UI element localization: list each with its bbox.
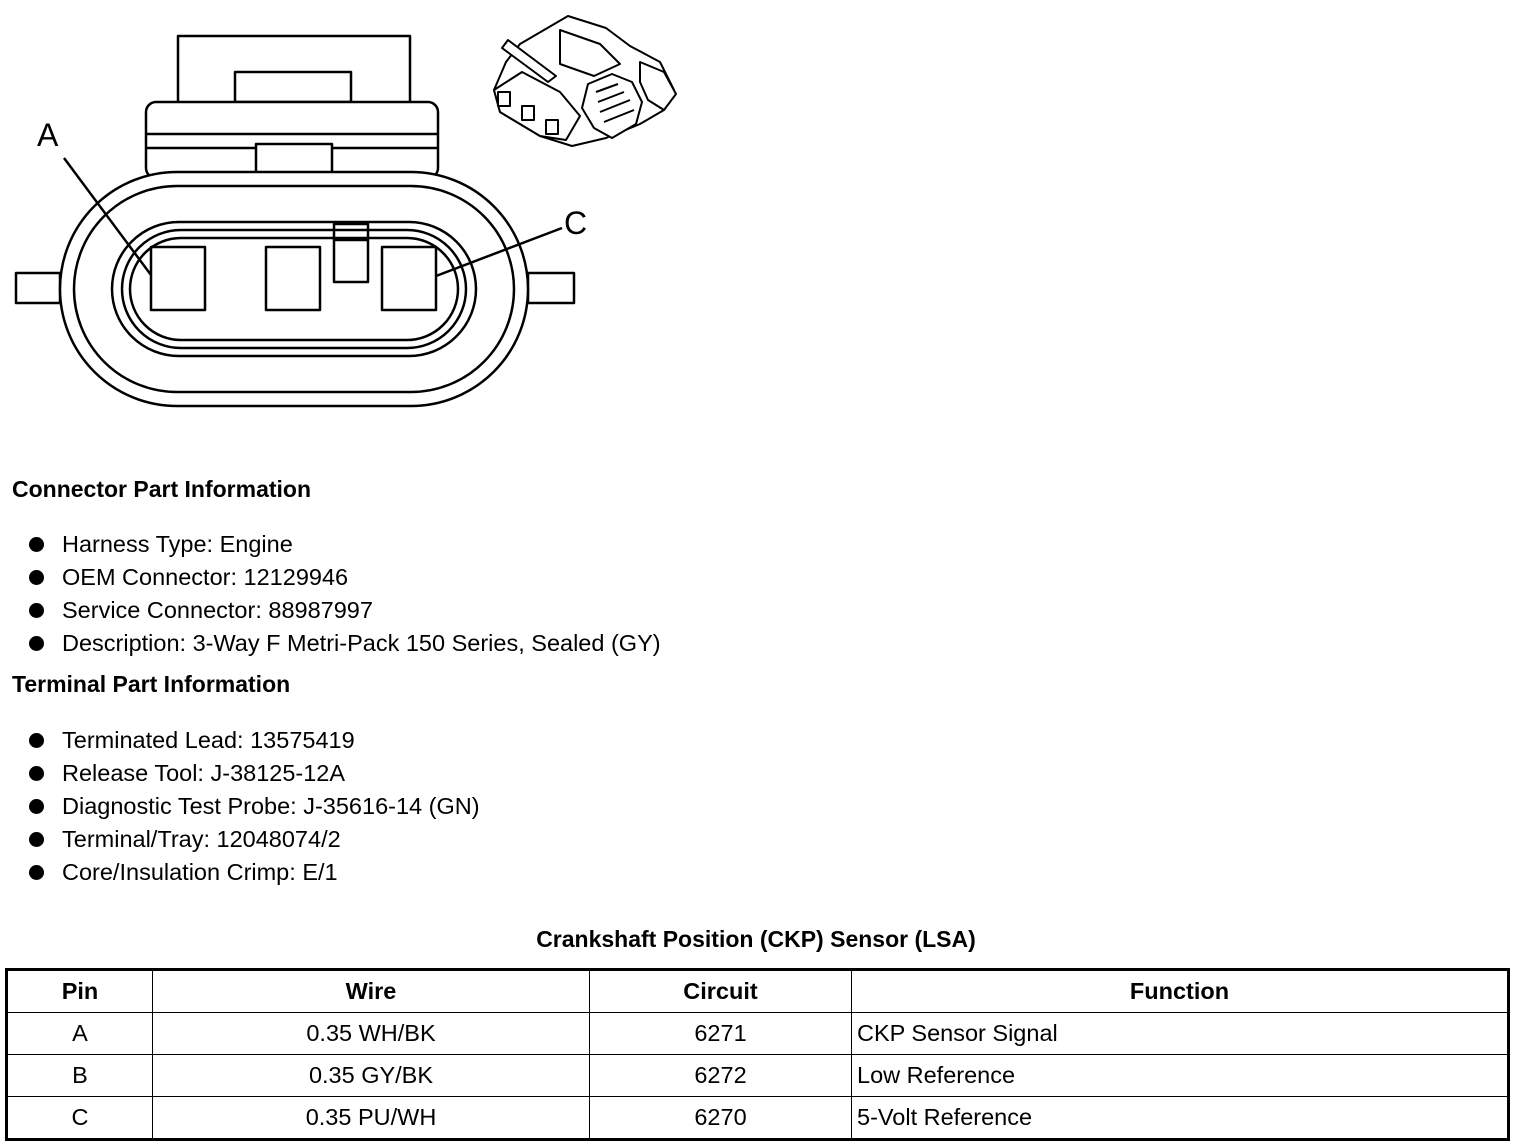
bullet-icon	[29, 733, 44, 748]
cell-circuit: 6272	[589, 1054, 852, 1097]
cell-pin: C	[6, 1096, 153, 1140]
list-item-text: Terminated Lead: 13575419	[62, 727, 355, 753]
right-ear	[526, 271, 576, 305]
left-ear	[14, 271, 62, 305]
cavity-a	[149, 245, 207, 312]
header-wire: Wire	[152, 969, 590, 1013]
cell-wire: 0.35 GY/BK	[152, 1054, 590, 1097]
connector-part-info-heading: Connector Part Information	[12, 476, 312, 502]
polarization-key	[332, 222, 370, 284]
connector-diagram: A C	[14, 15, 677, 408]
table-row: B 0.35 GY/BK 6272 Low Reference	[6, 1054, 1509, 1097]
connector-illustration	[493, 15, 677, 147]
cavity-c	[380, 245, 438, 312]
terminal-part-info-list: Terminated Lead: 13575419 Release Tool: …	[28, 724, 480, 889]
header-pin: Pin	[6, 969, 153, 1013]
cell-wire: 0.35 PU/WH	[152, 1096, 590, 1140]
terminal-part-info-heading: Terminal Part Information	[12, 671, 291, 697]
bullet-icon	[29, 537, 44, 552]
list-item-text: Harness Type: Engine	[62, 531, 293, 557]
pin-table-title: Crankshaft Position (CKP) Sensor (LSA)	[536, 926, 976, 952]
list-item: Harness Type: Engine	[28, 528, 661, 561]
pin-label-c: C	[564, 205, 587, 241]
leader-line-c	[435, 226, 563, 278]
list-item: Release Tool: J-38125-12A	[28, 757, 480, 790]
cell-function: 5-Volt Reference	[851, 1096, 1509, 1140]
list-item-text: Core/Insulation Crimp: E/1	[62, 859, 338, 885]
header-function: Function	[851, 969, 1509, 1013]
table-row: A 0.35 WH/BK 6271 CKP Sensor Signal	[6, 1012, 1509, 1055]
list-item: Core/Insulation Crimp: E/1	[28, 856, 480, 889]
connector-part-info-list: Harness Type: Engine OEM Connector: 1212…	[28, 528, 661, 660]
list-item-text: Release Tool: J-38125-12A	[62, 760, 346, 786]
list-item: Description: 3-Way F Metri-Pack 150 Seri…	[28, 627, 661, 660]
pin-label-a: A	[37, 117, 59, 153]
table-row: C 0.35 PU/WH 6270 5-Volt Reference	[6, 1096, 1509, 1140]
leader-line-a	[62, 157, 153, 276]
cell-wire: 0.35 WH/BK	[152, 1012, 590, 1055]
cell-pin: B	[6, 1054, 153, 1097]
cavity-b	[264, 245, 322, 312]
list-item-text: OEM Connector: 12129946	[62, 564, 349, 590]
bullet-icon	[29, 832, 44, 847]
list-item: Terminated Lead: 13575419	[28, 724, 480, 757]
cell-circuit: 6271	[589, 1012, 852, 1055]
list-item: OEM Connector: 12129946	[28, 561, 661, 594]
pin-table: Pin Wire Circuit Function A 0.35 WH/BK 6…	[5, 968, 1510, 1141]
bullet-icon	[29, 636, 44, 651]
cell-function: CKP Sensor Signal	[851, 1012, 1509, 1055]
list-item-text: Service Connector: 88987997	[62, 597, 373, 623]
bullet-icon	[29, 603, 44, 618]
bullet-icon	[29, 766, 44, 781]
list-item: Diagnostic Test Probe: J-35616-14 (GN)	[28, 790, 480, 823]
cell-function: Low Reference	[851, 1054, 1509, 1097]
list-item: Service Connector: 88987997	[28, 594, 661, 627]
list-item-text: Diagnostic Test Probe: J-35616-14 (GN)	[62, 793, 480, 819]
bullet-icon	[29, 799, 44, 814]
list-item-text: Description: 3-Way F Metri-Pack 150 Seri…	[62, 630, 661, 656]
cell-circuit: 6270	[589, 1096, 852, 1140]
table-header-row: Pin Wire Circuit Function	[6, 969, 1509, 1013]
cell-pin: A	[6, 1012, 153, 1055]
bullet-icon	[29, 570, 44, 585]
list-item-text: Terminal/Tray: 12048074/2	[62, 826, 341, 852]
list-item: Terminal/Tray: 12048074/2	[28, 823, 480, 856]
header-circuit: Circuit	[589, 969, 852, 1013]
bullet-icon	[29, 865, 44, 880]
